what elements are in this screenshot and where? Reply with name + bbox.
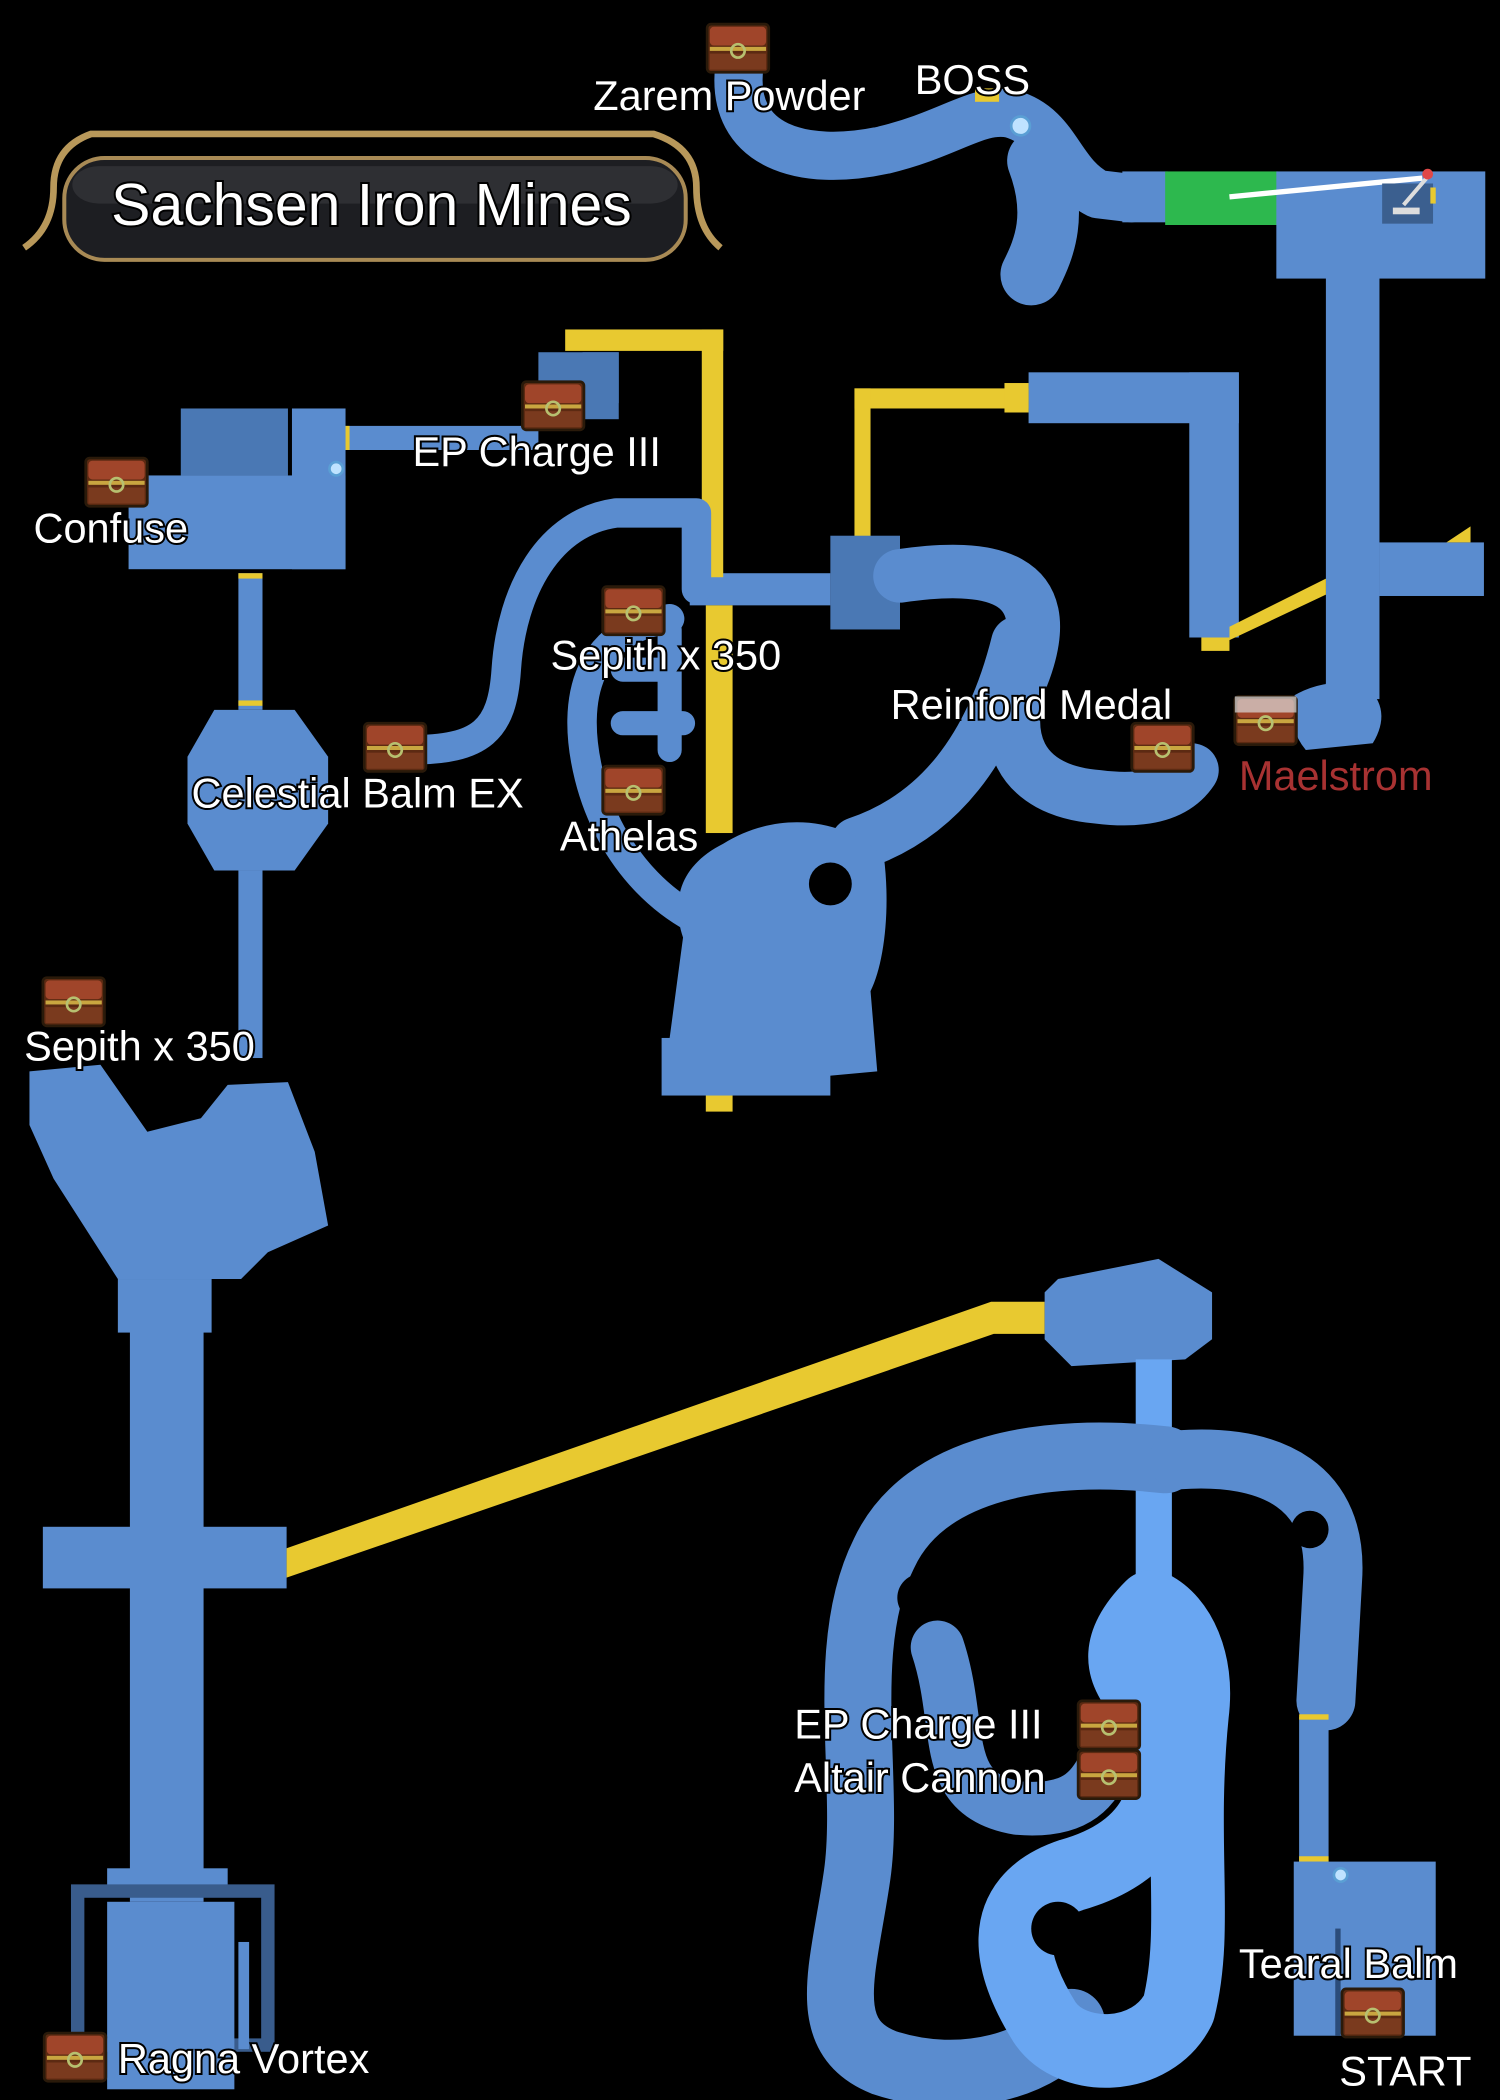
- switch-zone: [1165, 171, 1278, 225]
- treasure-chest-icon[interactable]: [1340, 1987, 1405, 2039]
- save-point-icon[interactable]: [1332, 1866, 1349, 1884]
- chest-label: Sepith x 350: [550, 632, 781, 679]
- west-shaft: [29, 1064, 1045, 2090]
- chest-label: Athelas: [560, 812, 698, 859]
- chest-label: Tearal Balm: [1239, 1940, 1458, 1987]
- chest-label: EP Charge III: [413, 428, 661, 475]
- chest-label: Confuse: [33, 504, 188, 551]
- treasure-chest-icon[interactable]: [601, 764, 666, 816]
- treasure-chest-icon[interactable]: [362, 721, 428, 773]
- treasure-chest-icon[interactable]: [42, 2031, 108, 2083]
- treasure-chest-icon[interactable]: [1130, 721, 1195, 773]
- start-label: START: [1339, 2047, 1471, 2094]
- treasure-chest-icon[interactable]: [41, 976, 106, 1028]
- chest-label: EP Charge III: [794, 1700, 1042, 1747]
- chest-label: Ragna Vortex: [118, 2035, 370, 2082]
- treasure-chest-icon[interactable]: [1076, 1749, 1142, 1801]
- map-title: Sachsen Iron Mines: [111, 173, 632, 238]
- sealed-chest-icon[interactable]: [1233, 695, 1298, 746]
- boss-label: BOSS: [915, 56, 1030, 103]
- treasure-chest-icon[interactable]: [1076, 1699, 1142, 1751]
- chest-label: Reinford Medal: [891, 681, 1172, 728]
- treasure-chest-icon[interactable]: [601, 585, 666, 637]
- chest-label: Celestial Balm EX: [192, 770, 524, 817]
- lever-switch-icon[interactable]: [1382, 168, 1434, 224]
- chest-label: Altair Cannon: [794, 1754, 1045, 1801]
- treasure-chest-icon[interactable]: [705, 22, 771, 74]
- save-point-icon[interactable]: [1009, 115, 1032, 137]
- middle-area: [128, 329, 1326, 1112]
- treasure-chest-icon[interactable]: [520, 380, 586, 432]
- chest-label-special: Maelstrom: [1239, 752, 1433, 799]
- chest-label: Zarem Powder: [593, 72, 865, 119]
- map-title-plaque: Sachsen Iron Mines: [22, 130, 723, 262]
- treasure-chest-icon[interactable]: [84, 456, 149, 508]
- lever-line: [1229, 175, 1423, 200]
- chest-label: Sepith x 350: [24, 1023, 255, 1070]
- save-point-icon[interactable]: [328, 460, 345, 477]
- boss-area: [714, 42, 1486, 750]
